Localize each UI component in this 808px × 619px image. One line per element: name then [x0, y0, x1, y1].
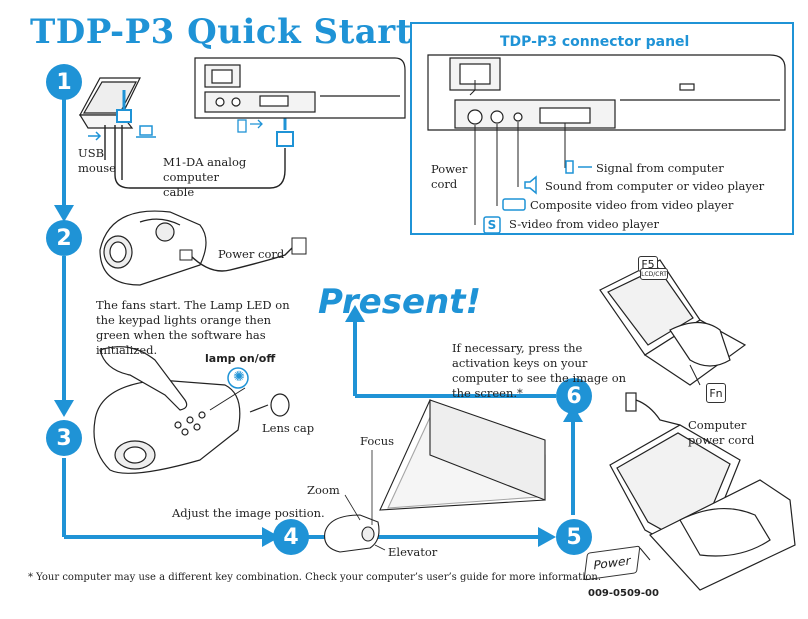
page-title: TDP-P3 Quick Start	[30, 12, 412, 52]
projector-back-illustration	[194, 57, 406, 119]
step-1-badge: 1	[46, 64, 82, 100]
panel-sound-label: Sound from computer or video player	[545, 179, 765, 193]
power-cord-label: Power cord	[218, 247, 285, 261]
laptop-keys-illustration	[599, 259, 747, 386]
analog-cable-label: M1-DA analog computer cable	[163, 155, 247, 199]
step-5-badge: 5	[556, 519, 592, 555]
panel-power-cord-label: Power cord	[431, 162, 468, 191]
fn-key: Fn	[706, 383, 726, 403]
projector-illustration	[99, 210, 207, 286]
connector-panel-illustration	[427, 54, 786, 131]
panel-svideo-label: S-video from video player	[509, 217, 659, 231]
step-2-badge: 2	[46, 220, 82, 256]
step-4-badge: 4	[273, 519, 309, 555]
laptop-bottom-illustration	[609, 424, 796, 591]
lamp-bulb-icon: ✺	[233, 369, 245, 385]
connector-panel-box	[410, 22, 794, 235]
focus-label: Focus	[360, 434, 395, 448]
connector-panel-title: TDP-P3 connector panel	[500, 34, 690, 50]
elevator-label: Elevator	[388, 545, 438, 559]
activation-keys-text: If necessary, press the activation keys …	[452, 341, 627, 400]
computer-power-cord-label: Computer power cord	[688, 418, 755, 447]
present-heading: Present!	[318, 282, 481, 322]
lens-cap-label: Lens cap	[262, 421, 315, 435]
lcd-crt-key: LCD/CRT	[640, 268, 668, 280]
projector-hand-illustration	[93, 346, 241, 474]
step-6-badge: 6	[556, 378, 592, 414]
fans-start-text: The fans start. The Lamp LED on the keyp…	[96, 298, 290, 357]
projector-screen-illustration	[324, 399, 546, 553]
footnote: * Your computer may use a different key …	[28, 572, 602, 583]
panel-composite-label: Composite video from video player	[530, 198, 734, 212]
document-code: 009-0509-00	[588, 588, 659, 599]
step-3-badge: 3	[46, 420, 82, 456]
adjust-image-text: Adjust the image position.	[172, 506, 325, 520]
usb-mouse-label: USB mouse	[78, 146, 116, 175]
lamp-on-off-label: lamp on/off	[205, 352, 276, 365]
panel-signal-label: Signal from computer	[596, 161, 724, 175]
zoom-label: Zoom	[307, 483, 340, 497]
svideo-s-badge: S	[487, 218, 497, 232]
